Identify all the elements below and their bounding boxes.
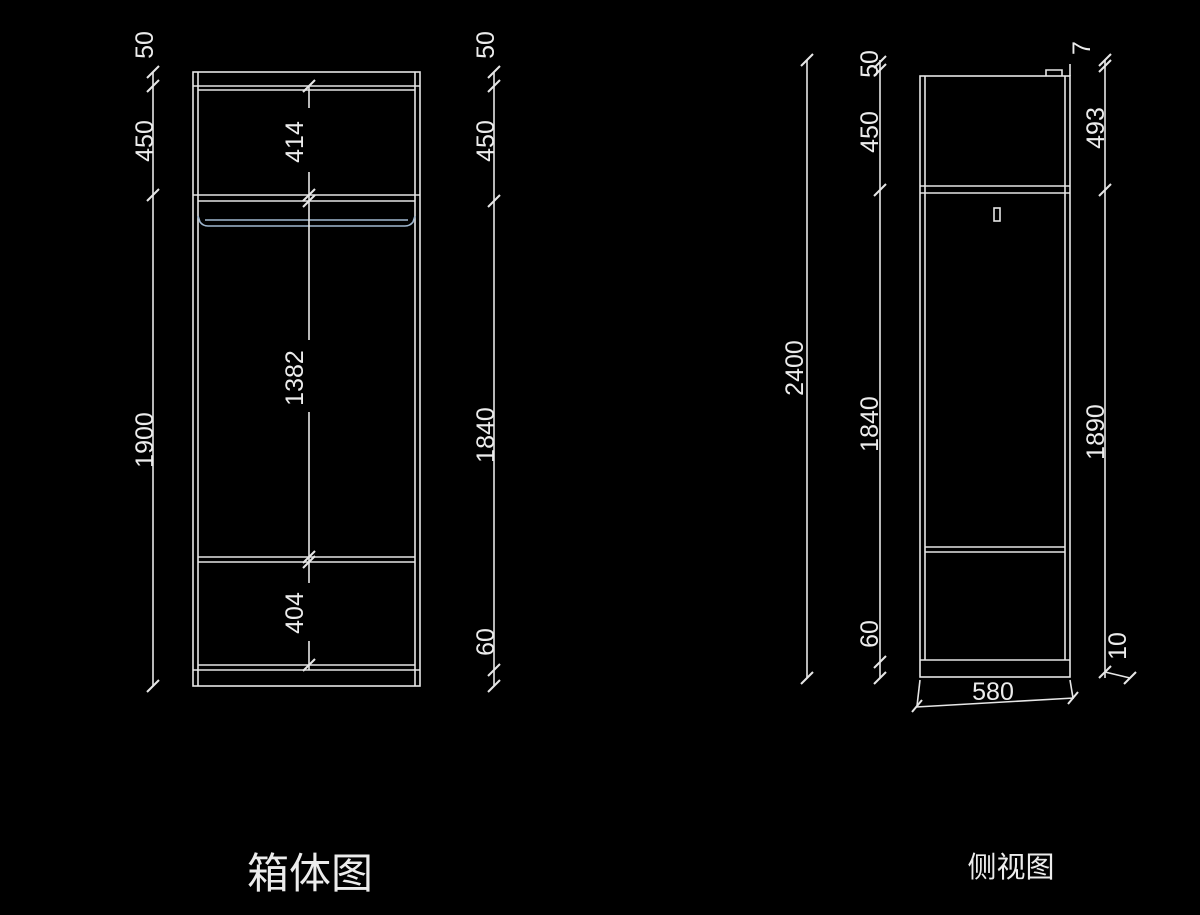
dim-side-total-height: 2400 bbox=[781, 340, 809, 396]
dim-front-right-base: 60 bbox=[472, 628, 500, 656]
dim-front-left-top: 50 bbox=[131, 31, 159, 59]
dim-side-right-top-offset: 7 bbox=[1068, 41, 1096, 55]
side-cabinet-outline bbox=[919, 75, 1071, 678]
front-view: 50 450 1900 414 1382 404 50 450 1840 60 bbox=[131, 31, 501, 693]
dim-front-left-upper: 450 bbox=[131, 120, 159, 162]
dim-side-left-upper: 450 bbox=[856, 111, 884, 153]
dim-side-left-top: 50 bbox=[856, 50, 884, 78]
side-view-title: 侧视图 bbox=[967, 850, 1054, 884]
side-top-cap bbox=[1045, 69, 1063, 76]
dim-front-top-space: 414 bbox=[281, 121, 309, 163]
front-cabinet-outline bbox=[192, 71, 421, 687]
hanging-rail bbox=[197, 215, 416, 227]
dim-side-left-main: 1840 bbox=[856, 396, 884, 452]
dim-side-depth: 580 bbox=[972, 678, 1014, 706]
side-depth-dim-line bbox=[915, 697, 1075, 708]
dim-front-left-total: 1900 bbox=[131, 412, 159, 468]
dim-front-bottom-space: 404 bbox=[281, 592, 309, 634]
side-view: 2400 50 450 1840 60 7 493 1890 10 580 bbox=[781, 41, 1137, 713]
dim-side-left-base: 60 bbox=[856, 620, 884, 648]
side-rail-bracket bbox=[993, 207, 1001, 222]
dim-side-right-main: 1890 bbox=[1082, 404, 1110, 460]
dim-front-right-upper: 450 bbox=[472, 120, 500, 162]
dim-side-right-bottom-offset: 10 bbox=[1104, 632, 1132, 660]
dim-front-hanging-space: 1382 bbox=[281, 350, 309, 406]
dim-side-right-upper: 493 bbox=[1082, 107, 1110, 149]
front-view-title: 箱体图 bbox=[247, 849, 373, 898]
dim-front-right-main: 1840 bbox=[472, 407, 500, 463]
dim-front-right-top: 50 bbox=[472, 31, 500, 59]
